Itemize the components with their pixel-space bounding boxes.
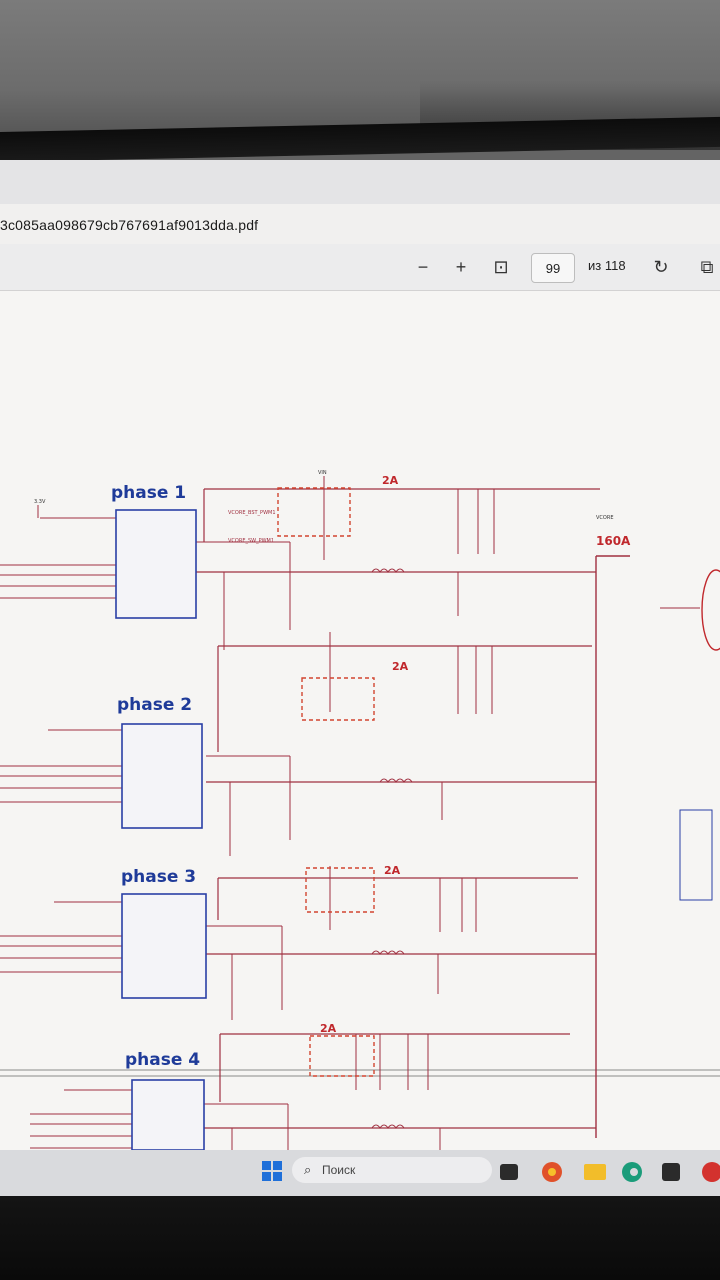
phase-1-current: 2A xyxy=(382,474,399,487)
right-chip-partial xyxy=(679,809,713,901)
browser-icon[interactable] xyxy=(542,1162,562,1182)
phase-1-3v3-net: 3.3V xyxy=(34,499,46,505)
phase-3-current: 2A xyxy=(384,864,401,877)
phase-1-chip xyxy=(115,509,197,619)
rotate-button[interactable]: ↻ xyxy=(653,256,669,277)
search-label: Поиск xyxy=(322,1163,356,1177)
phase-4-current: 2A xyxy=(320,1022,337,1035)
total-current-label: 160A xyxy=(596,534,631,548)
phase-4-chip xyxy=(131,1079,205,1150)
taskbar-icons xyxy=(262,1161,720,1182)
phase-4-dashed-box xyxy=(309,1035,375,1077)
task-view-icon[interactable] xyxy=(500,1164,518,1180)
phase-3-title: phase 3 xyxy=(121,867,196,887)
phase-1-inductor xyxy=(371,568,405,573)
taskbar-search-box[interactable]: ⌕ Поиск xyxy=(292,1157,492,1183)
page-view-button[interactable]: ⧉ xyxy=(700,256,714,277)
phase-1-title: phase 1 xyxy=(111,483,186,503)
phase-1-dashed-box xyxy=(277,487,351,537)
monitor-screen: 3c085aa098679cb767691af9013dda.pdf − + ⊡… xyxy=(0,160,720,1150)
windows-icon[interactable] xyxy=(262,1161,282,1181)
phase-1-boot-net: VCORE_BST_PWM1 xyxy=(228,510,276,516)
right-red-circle xyxy=(701,569,720,651)
phase-2-chip xyxy=(121,723,203,829)
phase-2-current: 2A xyxy=(392,660,409,673)
page-number-input[interactable]: 99 xyxy=(531,253,575,283)
phase-3-block xyxy=(0,866,596,1020)
phase-3-chip xyxy=(121,893,207,999)
phase-2-block xyxy=(0,632,596,856)
phase-2-title: phase 2 xyxy=(117,695,192,715)
app-icon[interactable] xyxy=(702,1162,720,1182)
file-explorer-icon[interactable] xyxy=(584,1164,606,1180)
schematic-sheet: phase 1 2A 160A VCORE_BST_PWM1 VCORE_SW_… xyxy=(0,289,720,1150)
zoom-in-button[interactable]: + xyxy=(455,256,467,277)
monitor-bezel-bottom xyxy=(0,1196,720,1280)
phase-4-inductor xyxy=(371,1124,405,1129)
phase-1-block xyxy=(0,476,600,650)
pdf-toolbar xyxy=(0,244,720,291)
phase-2-dashed-box xyxy=(301,677,375,721)
vcore-net-label: VCORE xyxy=(596,515,613,521)
document-filename: 3c085aa098679cb767691af9013dda.pdf xyxy=(0,217,259,233)
store-icon[interactable] xyxy=(662,1163,680,1181)
phase-1-vin-net: VIN xyxy=(318,470,327,476)
page-total-label: из 118 xyxy=(588,258,626,273)
phase-3-inductor xyxy=(371,950,405,955)
phase-4-block xyxy=(30,1033,596,1150)
fit-page-button[interactable]: ⊡ xyxy=(493,256,509,277)
phase-1-sw-net: VCORE_SW_PWM1 xyxy=(228,538,274,544)
phase-2-inductor xyxy=(379,778,413,783)
phase-4-title: phase 4 xyxy=(125,1050,200,1070)
zoom-out-button[interactable]: − xyxy=(417,256,429,277)
schematic-drawing: phase 1 2A 160A VCORE_BST_PWM1 VCORE_SW_… xyxy=(0,289,720,1150)
edge-icon[interactable] xyxy=(622,1162,642,1182)
window-title-bar xyxy=(0,160,720,204)
search-icon: ⌕ xyxy=(304,1162,312,1177)
phase-3-dashed-box xyxy=(305,867,375,913)
